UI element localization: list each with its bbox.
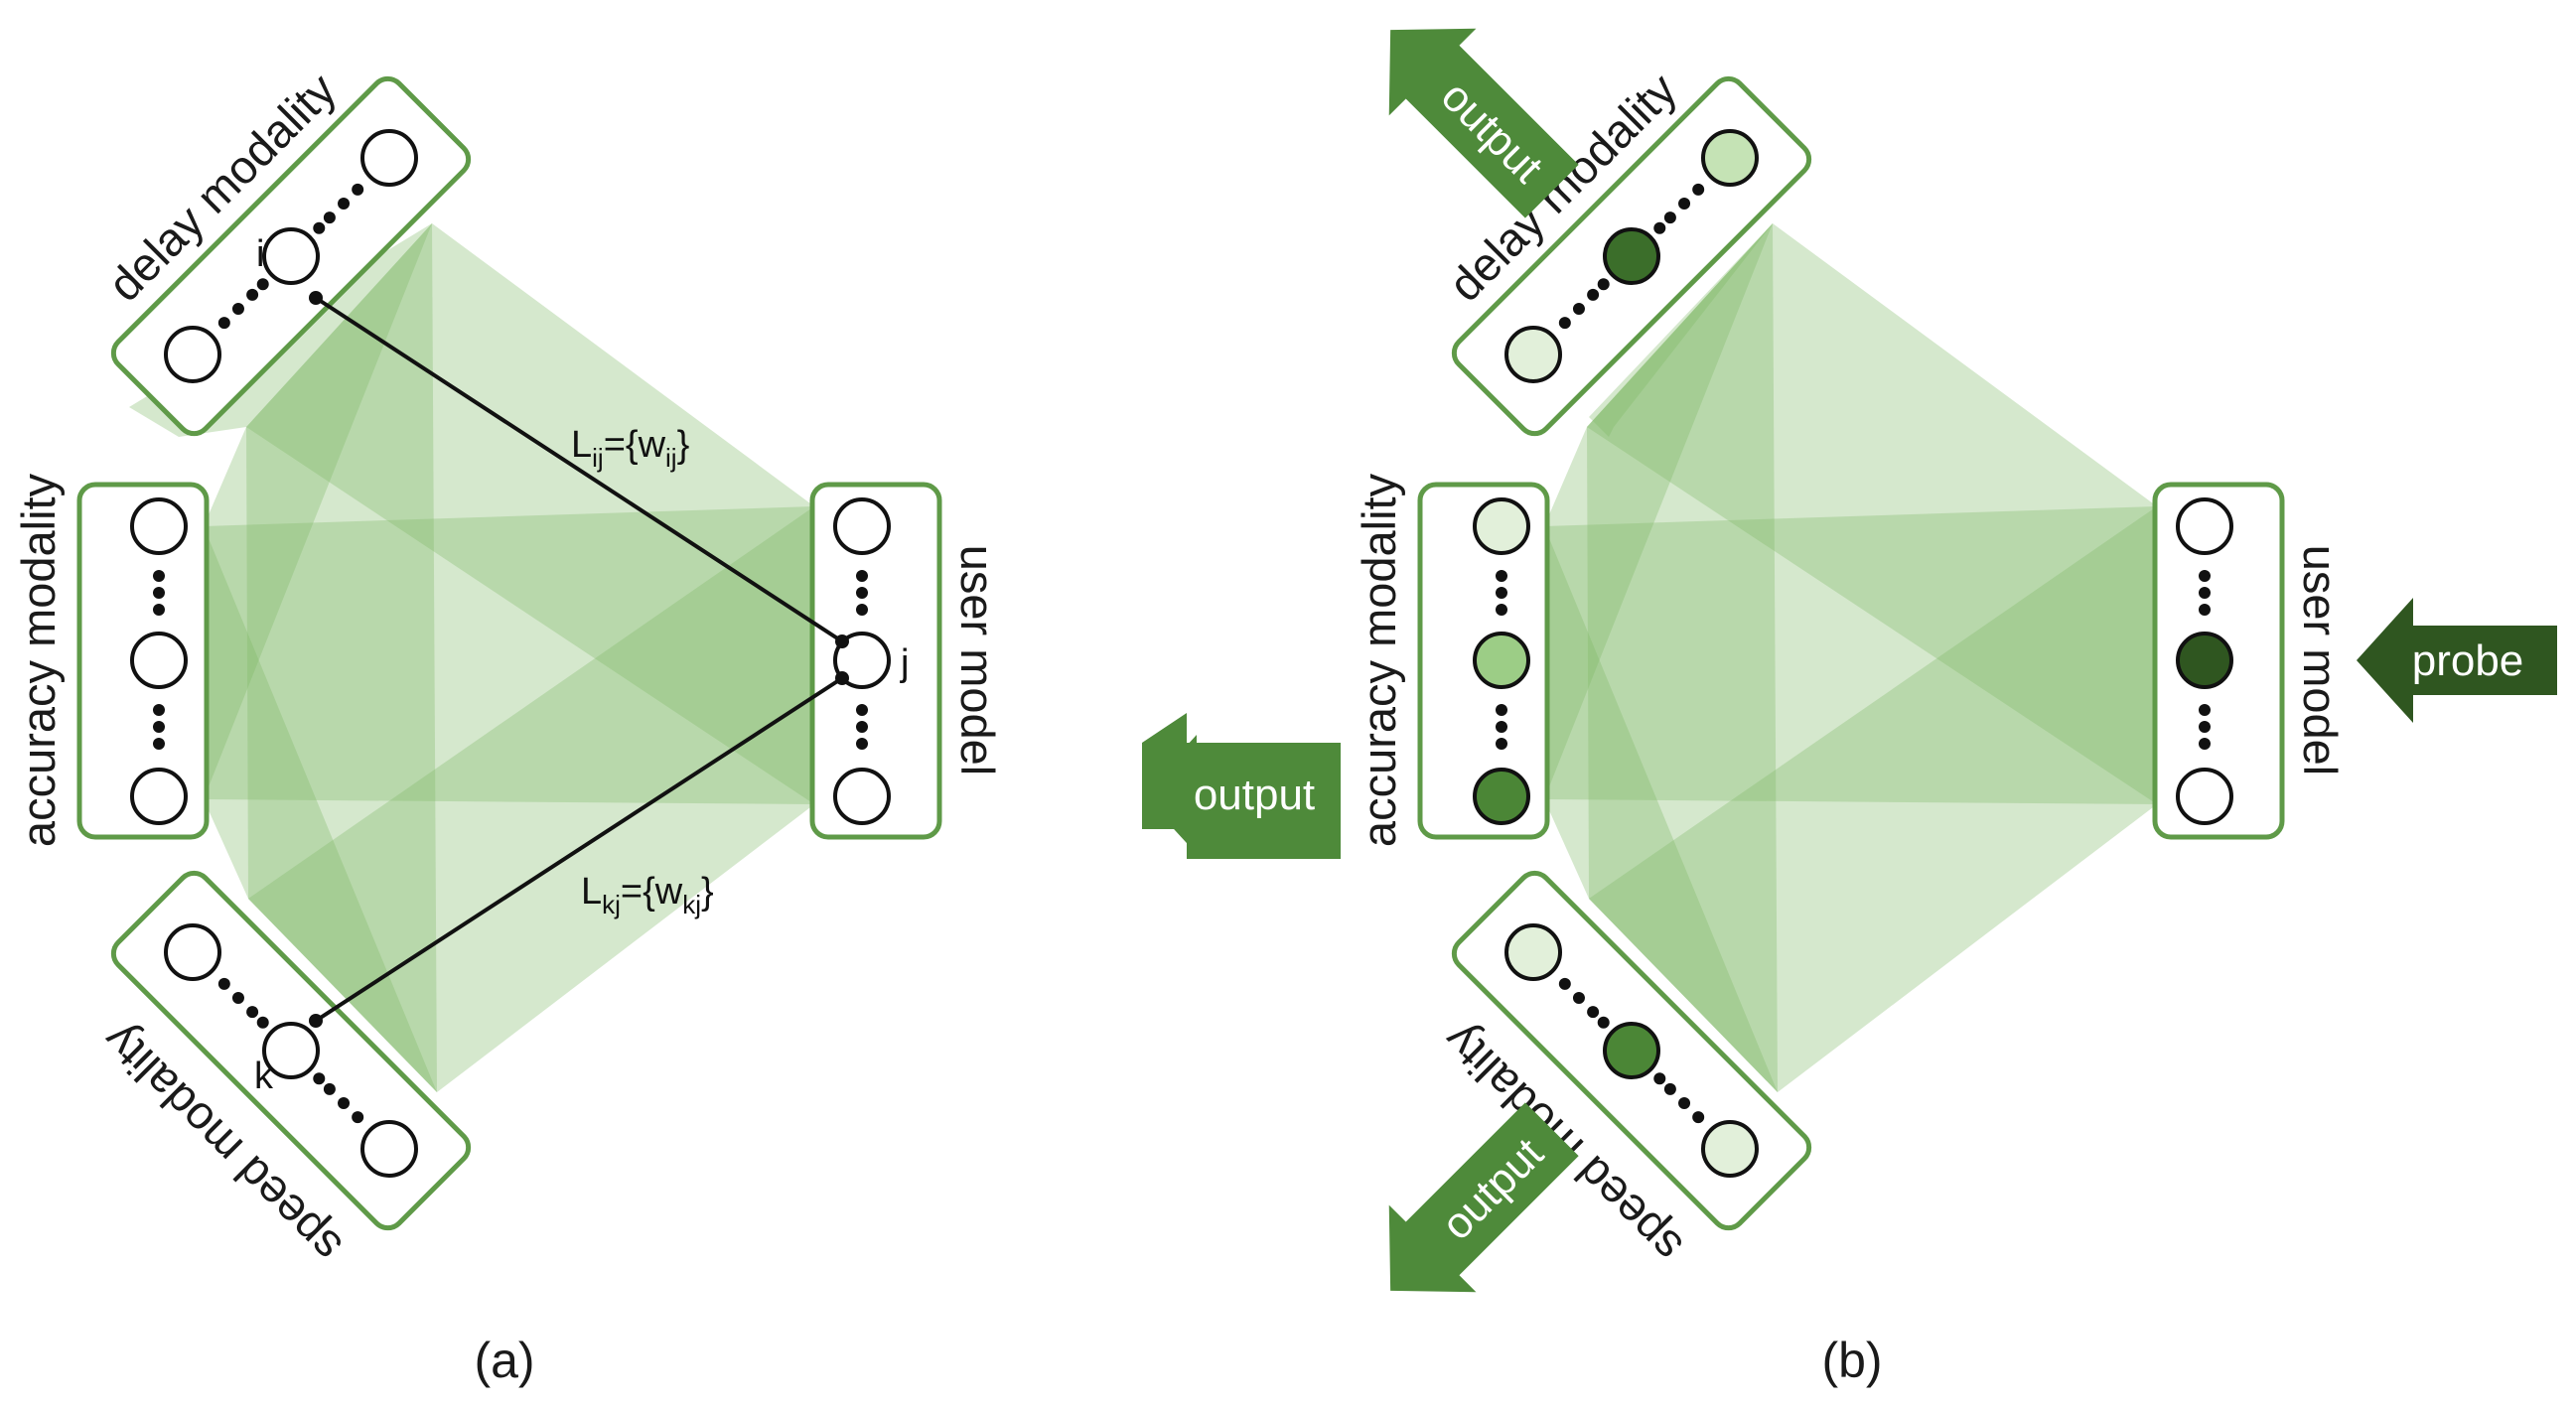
- node: [130, 632, 188, 689]
- arrow-up-left-icon: [1388, 28, 1579, 218]
- output-arrow-label: output: [1194, 771, 1315, 819]
- node: [359, 1119, 418, 1178]
- node: [2176, 768, 2233, 825]
- band-accuracy-user: [204, 506, 814, 804]
- delay-output-arrow: output: [1388, 28, 1579, 218]
- band-accuracy-delay: [1544, 223, 1773, 799]
- arrow-shaft: [1192, 755, 1341, 834]
- ellipsis-dots: [2199, 570, 2211, 750]
- connection-bands-b: [1544, 223, 2157, 1092]
- arrow-head: [1142, 735, 1197, 854]
- ellipsis-dots: [1558, 977, 1705, 1124]
- link-kj: [314, 676, 844, 1023]
- user-model-module-b: user model: [2152, 482, 2347, 840]
- accuracy-modality-module-a: accuracy modality: [12, 473, 210, 847]
- caption-b: (b): [1821, 1333, 1882, 1388]
- band-delay-user: [246, 223, 814, 804]
- output-arrow-left: output: [1142, 713, 1341, 859]
- user-model-module-a: user model: [809, 482, 1004, 840]
- link-lines: [314, 296, 844, 1023]
- node-light: [1504, 325, 1563, 383]
- band-delay-user: [1587, 223, 2157, 804]
- caption-a: (a): [474, 1333, 534, 1388]
- node-k-label: k: [254, 1056, 274, 1097]
- band-speed-user: [1589, 506, 2157, 1092]
- ellipsis-dots: [1496, 570, 1507, 750]
- band-delay-speed: [1587, 223, 1778, 1092]
- accuracy-modality-label: accuracy modality: [1353, 473, 1405, 847]
- accuracy-modality-label: accuracy modality: [12, 473, 65, 847]
- band-speed-user: [248, 506, 814, 1092]
- ellipsis-dots: [153, 570, 165, 750]
- link-ij: [314, 296, 844, 643]
- node: [833, 497, 891, 555]
- user-model-label: user model: [2294, 545, 2347, 776]
- node: [130, 768, 188, 825]
- node: [2176, 497, 2233, 555]
- user-model-label: user model: [951, 545, 1004, 776]
- ellipsis-dots: [217, 977, 364, 1124]
- node-probed: [2176, 632, 2233, 689]
- node-mid: [1700, 129, 1759, 188]
- band-accuracy-speed: [204, 526, 437, 1092]
- arrow-left-icon: [2357, 598, 2557, 723]
- band-accuracy-delay: [204, 223, 432, 799]
- node: [359, 129, 418, 188]
- node-dark: [1603, 1022, 1660, 1079]
- arrow-down-left-icon: [1388, 1102, 1579, 1293]
- ellipsis-dots: [1558, 183, 1705, 330]
- node-mid: [1473, 632, 1530, 689]
- band-accuracy-speed: [1544, 526, 1778, 1092]
- link-kj-label: Lkj={wkj}: [581, 871, 714, 919]
- band-delay-accuracy: [1589, 223, 1773, 437]
- node-j-label: j: [900, 642, 909, 684]
- speed-modality-module-b: [1451, 870, 1812, 1231]
- connection-bands-a: [129, 223, 814, 1092]
- node: [833, 768, 891, 825]
- link-ij-label: Lij={wij}: [571, 424, 689, 473]
- accuracy-modality-module-b: accuracy modality: [1353, 473, 1550, 847]
- ellipsis-dots: [856, 570, 868, 750]
- probe-arrow-label: probe: [2412, 636, 2524, 685]
- probe-arrow: probe: [2357, 598, 2557, 723]
- node-j: [833, 632, 891, 689]
- node-light: [1700, 1119, 1759, 1178]
- node-dark: [1603, 227, 1660, 285]
- node-i-label: i: [256, 233, 264, 275]
- node-light: [1504, 923, 1563, 982]
- band-accuracy-user: [1544, 506, 2157, 804]
- node-i: [262, 227, 320, 285]
- panel-a: delay modality accuracy modality: [12, 63, 1004, 1388]
- speed-modality-module-a: [110, 870, 472, 1231]
- node-dark: [1473, 768, 1530, 825]
- link-endpoints: [309, 291, 849, 1028]
- node: [130, 497, 188, 555]
- node: [164, 923, 222, 982]
- panel-b: delay modality accuracy modality: [1353, 28, 2557, 1388]
- node-k: [262, 1022, 320, 1079]
- ellipsis-dots: [217, 183, 364, 330]
- node: [164, 325, 222, 383]
- band-delay-speed: [246, 223, 437, 1092]
- node-light: [1473, 497, 1530, 555]
